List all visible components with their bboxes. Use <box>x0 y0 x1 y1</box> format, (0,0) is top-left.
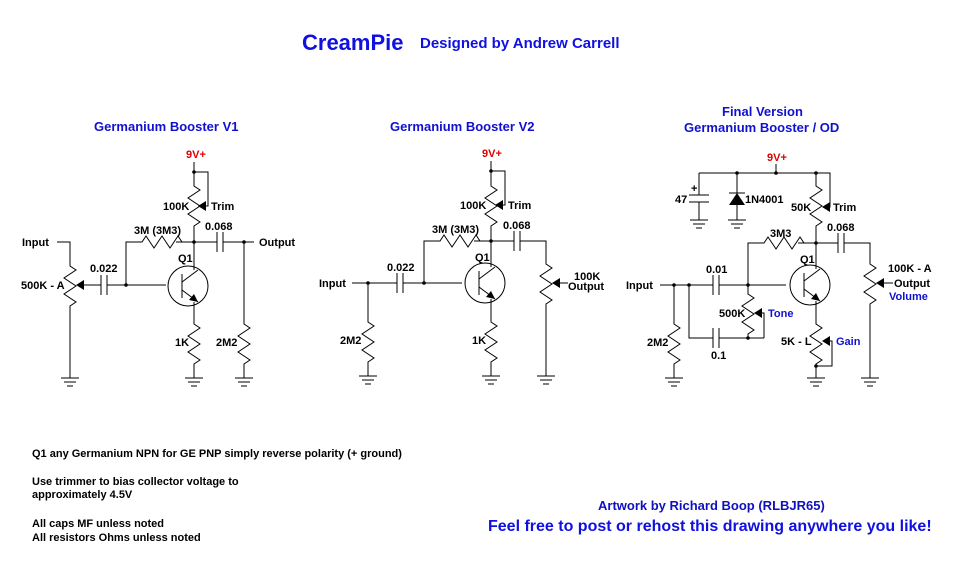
circuit-final-supply-cap-polarity: + <box>691 183 697 195</box>
circuit-final-output-pot: 100K - A <box>888 263 932 275</box>
circuit-final-supply-cap: 47 <box>675 194 687 206</box>
note-trimmer-2: approximately 4.5V <box>32 489 133 501</box>
circuit-v2-transistor: Q1 <box>475 252 490 264</box>
circuit-v2-input-label: Input <box>319 278 346 290</box>
circuit-final-title-line2: Germanium Booster / OD <box>684 120 839 135</box>
circuit-v2-input-cap: 0.022 <box>387 262 415 274</box>
note-caps: All caps MF unless noted <box>32 518 164 530</box>
app-subtitle: Designed by Andrew Carrell <box>420 35 620 52</box>
circuit-final-tone-pot: 500K <box>719 308 745 320</box>
circuit-final-trim-label: Trim <box>833 202 856 214</box>
circuit-v2: Germanium Booster V2 9V+ 100K Trim 3M (3… <box>319 119 604 385</box>
circuit-v1: Germanium Booster V1 9V+ 100K Trim 3M (3… <box>21 119 295 387</box>
circuit-v1-input-cap: 0.022 <box>90 263 118 275</box>
circuit-final-input-cap: 0.01 <box>706 264 727 276</box>
circuit-v1-trim-label: Trim <box>211 201 234 213</box>
circuit-final-tone-label: Tone <box>768 308 793 320</box>
note-transistor: Q1 any Germanium NPN for GE PNP simply r… <box>32 448 402 460</box>
circuit-v2-trim-label: Trim <box>508 200 531 212</box>
circuit-v2-emitter-resistor: 1K <box>472 335 486 347</box>
circuit-final-trim-value: 50K <box>791 202 811 214</box>
circuit-v2-trim-value: 100K <box>460 200 486 212</box>
circuit-final: Final Version Germanium Booster / OD 9V+… <box>626 104 932 387</box>
circuit-v1-emitter-resistor: 1K <box>175 337 189 349</box>
circuit-v1-title: Germanium Booster V1 <box>94 119 239 134</box>
circuit-final-tone-cap: 0.1 <box>711 350 726 362</box>
circuit-v2-output-cap: 0.068 <box>503 220 531 232</box>
credits-permission: Feel free to post or rehost this drawing… <box>488 518 932 535</box>
circuit-final-transistor: Q1 <box>800 254 815 266</box>
circuit-v1-feedback-resistor: 3M (3M3) <box>134 225 181 237</box>
circuit-v2-feedback-resistor: 3M (3M3) <box>432 224 479 236</box>
note-trimmer-1: Use trimmer to bias collector voltage to <box>32 476 239 488</box>
circuit-v1-trim-value: 100K <box>163 201 189 213</box>
circuit-v1-supply: 9V+ <box>186 149 206 161</box>
circuit-v1-output-cap: 0.068 <box>205 221 233 233</box>
circuit-final-input-resistor: 2M2 <box>647 337 668 349</box>
app-title: CreamPie <box>302 30 404 55</box>
circuit-final-title-line1: Final Version <box>722 104 803 119</box>
circuit-v2-output-label: Output <box>568 281 604 293</box>
note-resistors: All resistors Ohms unless noted <box>32 532 201 544</box>
notes: Q1 any Germanium NPN for GE PNP simply r… <box>32 448 402 544</box>
circuit-v1-output-label: Output <box>259 237 295 249</box>
circuit-final-supply: 9V+ <box>767 152 787 164</box>
credits-artwork: Artwork by Richard Boop (RLBJR65) <box>598 498 825 513</box>
circuit-final-output-label: Output <box>894 278 930 290</box>
circuit-final-feedback-resistor: 3M3 <box>770 228 791 240</box>
circuit-v1-output-resistor: 2M2 <box>216 337 237 349</box>
circuit-final-diode: 1N4001 <box>745 194 784 206</box>
circuit-final-output-cap: 0.068 <box>827 222 855 234</box>
circuit-final-volume-label: Volume <box>889 291 928 303</box>
circuit-v1-input-pot: 500K - A <box>21 280 65 292</box>
circuit-v1-transistor: Q1 <box>178 253 193 265</box>
circuit-v2-title: Germanium Booster V2 <box>390 119 535 134</box>
circuit-final-input-label: Input <box>626 280 653 292</box>
circuit-v2-output-pot: 100K <box>574 271 600 283</box>
circuit-final-gain-label: Gain <box>836 336 861 348</box>
circuit-final-gain-pot: 5K - L <box>781 336 812 348</box>
circuit-v2-input-resistor: 2M2 <box>340 335 361 347</box>
circuit-v2-supply: 9V+ <box>482 148 502 160</box>
circuit-v1-input-label: Input <box>22 237 49 249</box>
